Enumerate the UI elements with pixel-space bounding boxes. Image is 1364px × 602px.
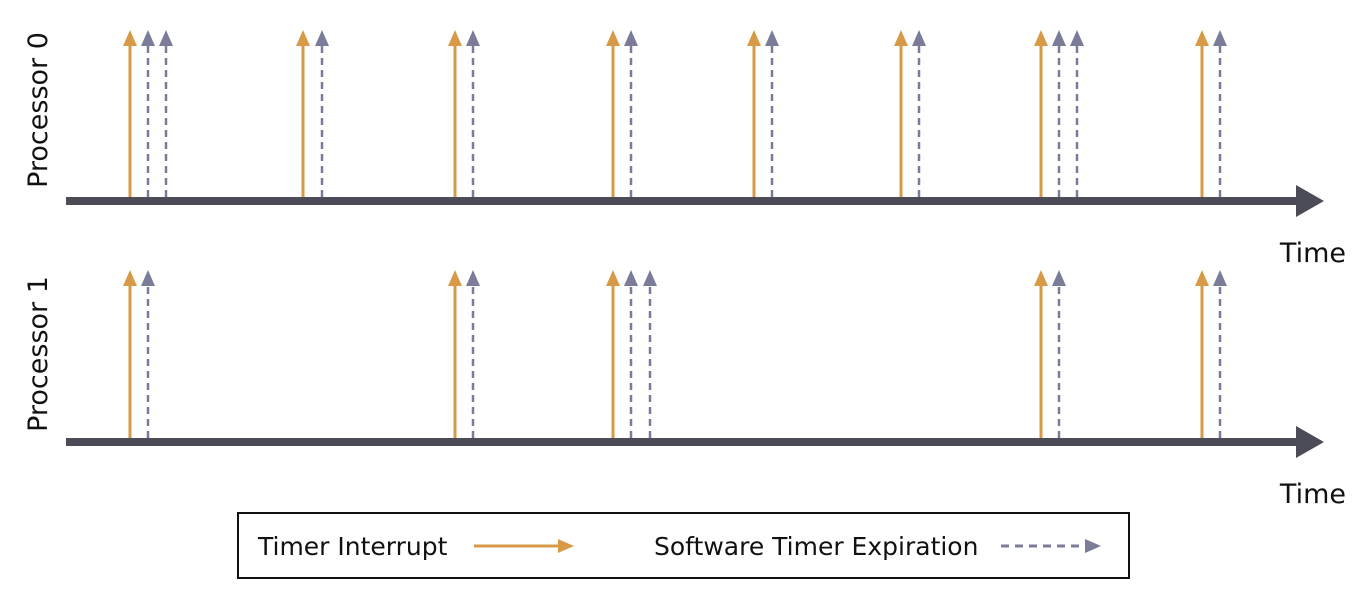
processor-0-label: Processor 0 xyxy=(23,32,54,188)
timer-interrupt-arrow xyxy=(123,30,137,197)
software-timer-expiration-arrow xyxy=(912,30,926,197)
processor-1-label: Processor 1 xyxy=(23,276,54,432)
timer-interrupt-arrow xyxy=(448,270,462,438)
timer-interrupt-arrow xyxy=(1034,30,1048,197)
processor-0-timeline: Processor 0 Time xyxy=(23,30,1346,269)
software-timer-expiration-arrow xyxy=(1052,30,1066,197)
timer-interrupt-arrow xyxy=(1034,270,1048,438)
legend-box xyxy=(237,512,1130,579)
timer-interrupt-arrow xyxy=(1195,30,1209,197)
software-timer-expiration-arrow xyxy=(315,30,329,197)
processor-1-timeline: Processor 1 Time xyxy=(23,270,1346,510)
software-timer-expiration-arrow xyxy=(141,270,155,438)
processor-0-time-label: Time xyxy=(1279,238,1346,269)
software-timer-expiration-arrow xyxy=(643,270,657,438)
timer-interrupt-arrow xyxy=(448,30,462,197)
legend-software-timer-label: Software Timer Expiration xyxy=(654,532,978,561)
processor-0-axis-arrowhead xyxy=(1296,185,1324,217)
software-timer-expiration-arrow xyxy=(466,30,480,197)
software-timer-expiration-arrow xyxy=(159,30,173,197)
software-timer-expiration-arrow xyxy=(1052,270,1066,438)
timer-interrupt-arrow xyxy=(123,270,137,438)
software-timer-expiration-arrow xyxy=(624,270,638,438)
processor-1-events xyxy=(123,270,1227,438)
processor-1-axis-arrowhead xyxy=(1296,426,1324,458)
timer-interrupt-arrow xyxy=(606,270,620,438)
software-timer-expiration-arrow xyxy=(141,30,155,197)
legend: Timer Interrupt Software Timer Expiratio… xyxy=(237,512,1130,579)
timer-interrupt-arrow xyxy=(296,30,310,197)
software-timer-expiration-arrow xyxy=(765,30,779,197)
legend-timer-interrupt-arrow xyxy=(474,539,574,553)
software-timer-expiration-arrow xyxy=(1213,270,1227,438)
software-timer-expiration-arrow xyxy=(1213,30,1227,197)
legend-software-timer-arrow xyxy=(1001,539,1101,553)
timer-interrupt-arrow xyxy=(1195,270,1209,438)
software-timer-expiration-arrow xyxy=(466,270,480,438)
timer-interrupt-arrow xyxy=(606,30,620,197)
legend-timer-interrupt-label: Timer Interrupt xyxy=(257,532,448,561)
software-timer-expiration-arrow xyxy=(624,30,638,197)
processor-0-events xyxy=(123,30,1227,197)
timer-interrupt-arrow xyxy=(894,30,908,197)
processor-1-time-label: Time xyxy=(1279,479,1346,510)
timer-interrupt-arrow xyxy=(747,30,761,197)
software-timer-expiration-arrow xyxy=(1070,30,1084,197)
